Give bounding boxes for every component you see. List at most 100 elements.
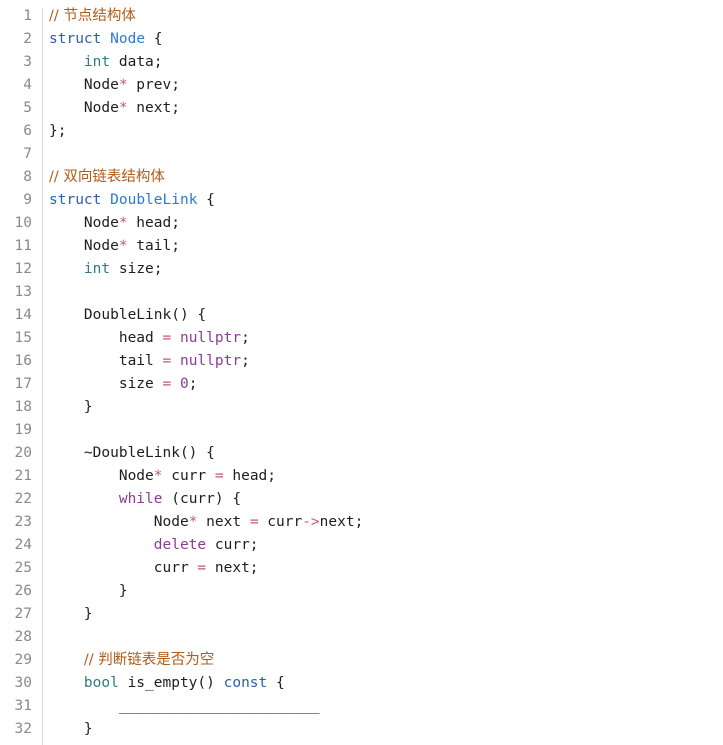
line-number: 31 bbox=[14, 698, 32, 714]
indent bbox=[49, 238, 84, 254]
code-token: } bbox=[83, 399, 93, 415]
line-number: 6 bbox=[23, 123, 32, 139]
code-line: size = 0; bbox=[49, 373, 719, 396]
code-line: } bbox=[49, 603, 719, 626]
code-line: } bbox=[49, 396, 719, 419]
code-token: delete bbox=[153, 537, 207, 553]
indent bbox=[49, 399, 84, 415]
code-token bbox=[101, 192, 110, 208]
code-line: struct Node { bbox=[49, 28, 719, 51]
code-token bbox=[171, 376, 180, 392]
line-number: 12 bbox=[14, 261, 32, 277]
code-line: bool is_empty() const { bbox=[49, 672, 719, 695]
code-token: }; bbox=[49, 123, 67, 139]
line-number: 22 bbox=[14, 491, 32, 507]
indent bbox=[49, 261, 84, 277]
code-token: curr bbox=[258, 514, 303, 530]
code-token: is_empty() bbox=[118, 675, 224, 691]
line-number: 8 bbox=[23, 169, 32, 185]
code-token: Node bbox=[153, 514, 189, 530]
code-token: } bbox=[118, 583, 128, 599]
code-token: int bbox=[83, 261, 111, 277]
code-token: -> bbox=[302, 514, 320, 530]
code-token: tail bbox=[118, 353, 163, 369]
line-number: 11 bbox=[14, 238, 32, 254]
code-token: curr bbox=[153, 560, 198, 576]
code-line bbox=[49, 281, 719, 304]
code-token: next; bbox=[127, 100, 180, 116]
line-number: 5 bbox=[23, 100, 32, 116]
code-token: { bbox=[145, 31, 163, 47]
indent bbox=[49, 100, 84, 116]
line-number: 18 bbox=[14, 399, 32, 415]
code-token: nullptr bbox=[179, 330, 242, 346]
code-token: * bbox=[118, 100, 128, 116]
code-token: head bbox=[118, 330, 163, 346]
code-token: = bbox=[162, 330, 172, 346]
code-token: nullptr bbox=[179, 353, 242, 369]
code-token: Node bbox=[83, 77, 119, 93]
code-line: DoubleLink() { bbox=[49, 304, 719, 327]
line-number: 23 bbox=[14, 514, 32, 530]
line-number: 26 bbox=[14, 583, 32, 599]
line-number: 7 bbox=[23, 146, 32, 162]
code-token: struct bbox=[49, 192, 102, 208]
indent bbox=[49, 330, 119, 346]
code-token bbox=[171, 330, 180, 346]
line-number: 13 bbox=[14, 284, 32, 300]
code-token: 0 bbox=[179, 376, 189, 392]
code-token: { bbox=[197, 192, 215, 208]
code-line: while (curr) { bbox=[49, 488, 719, 511]
indent bbox=[49, 445, 84, 461]
code-line bbox=[49, 626, 719, 649]
line-number: 30 bbox=[14, 675, 32, 691]
code-token: ; bbox=[241, 353, 250, 369]
code-line: struct DoubleLink { bbox=[49, 189, 719, 212]
code-token: int bbox=[83, 54, 111, 70]
code-token: bool bbox=[83, 675, 119, 691]
code-token: data; bbox=[110, 54, 163, 70]
line-number: 14 bbox=[14, 307, 32, 323]
code-comment: // 判断链表是否为空 bbox=[83, 652, 215, 668]
code-token: * bbox=[118, 215, 128, 231]
code-token: DoubleLink bbox=[110, 192, 198, 208]
code-token: ~DoubleLink() { bbox=[83, 445, 215, 461]
indent bbox=[49, 698, 119, 714]
code-line: Node* tail; bbox=[49, 235, 719, 258]
code-token: next; bbox=[206, 560, 259, 576]
indent bbox=[49, 376, 119, 392]
code-token: size bbox=[118, 376, 163, 392]
line-number: 10 bbox=[14, 215, 32, 231]
code-line: curr = next; bbox=[49, 557, 719, 580]
code-token: next; bbox=[319, 514, 364, 530]
indent bbox=[49, 54, 84, 70]
code-line: Node* next = curr->next; bbox=[49, 511, 719, 534]
code-token: Node bbox=[83, 100, 119, 116]
code-token: = bbox=[214, 468, 224, 484]
code-token: head; bbox=[223, 468, 277, 484]
line-number: 25 bbox=[14, 560, 32, 576]
code-line: _______________________ bbox=[49, 695, 719, 718]
code-line: // 节点结构体 bbox=[49, 5, 719, 28]
code-token: Node bbox=[118, 468, 154, 484]
code-token: * bbox=[118, 238, 128, 254]
code-token: size; bbox=[110, 261, 163, 277]
line-number: 29 bbox=[14, 652, 32, 668]
code-token: curr bbox=[162, 468, 215, 484]
code-token: curr; bbox=[206, 537, 259, 553]
code-token: _______________________ bbox=[118, 698, 320, 714]
line-number: 2 bbox=[23, 31, 32, 47]
indent bbox=[49, 77, 84, 93]
code-token: Node bbox=[83, 238, 119, 254]
indent bbox=[49, 215, 84, 231]
code-token: (curr) { bbox=[162, 491, 242, 507]
indent bbox=[49, 721, 84, 737]
code-token: DoubleLink() { bbox=[83, 307, 207, 323]
line-number: 20 bbox=[14, 445, 32, 461]
line-number: 3 bbox=[23, 54, 32, 70]
line-number: 19 bbox=[14, 422, 32, 438]
code-token: Node bbox=[110, 31, 146, 47]
